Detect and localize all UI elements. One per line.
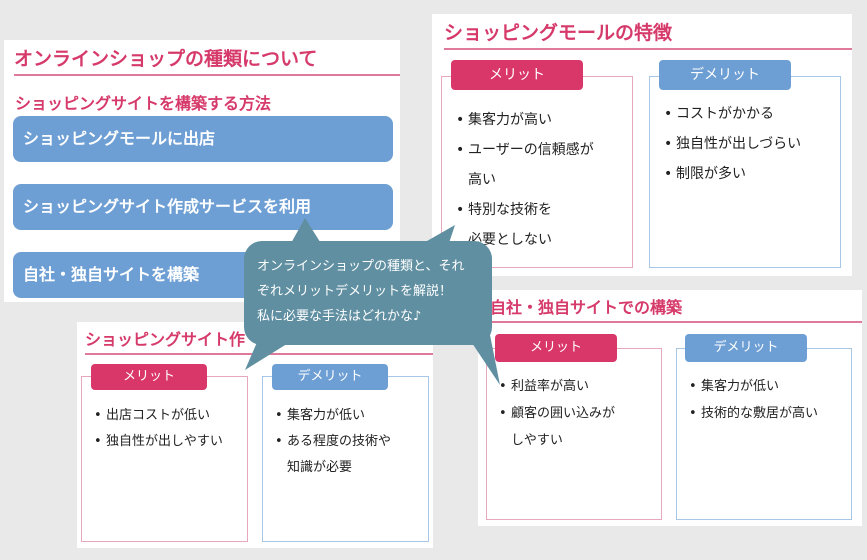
list-item: しやすい xyxy=(511,433,563,448)
method-service: ショッピングサイト作成サービスを利用 xyxy=(13,184,393,230)
service-merit-box: 出店コストが低い 独自性が出しやすい xyxy=(81,376,248,542)
list-item: 必要としない xyxy=(468,232,552,248)
own-merit-list: 利益率が高い 顧客の囲い込みが しやすい xyxy=(499,373,615,454)
list-item: 知識が必要 xyxy=(287,460,353,475)
service-demerit-list: 集客力が低い ある程度の技術や 知識が必要 xyxy=(275,403,391,481)
own-merit-tag: メリット xyxy=(495,334,617,362)
own-demerit-tag: デメリット xyxy=(685,334,807,362)
mall-merit-box: 集客力が高い ユーザーの信頼感が 高い 特別な技術を 必要としない xyxy=(441,76,633,268)
card-own: 自社・独自サイトでの構築 利益率が高い 顧客の囲い込みが しやすい メリット 集… xyxy=(478,290,862,526)
list-item: 顧客の囲い込みが xyxy=(499,400,615,427)
list-item: ユーザーの信頼感が xyxy=(456,135,594,165)
list-item: ある程度の技術や xyxy=(275,429,391,455)
speech-bubble: オンラインショップの種類と、それ ぞれメリットデメリットを解説！ 私に必要な手法… xyxy=(244,241,492,345)
service-demerit-box: 集客力が低い ある程度の技術や 知識が必要 xyxy=(262,376,429,542)
subtitle: ショッピングサイトを構築する方法 xyxy=(15,94,272,113)
mall-title: ショッピングモールの特徴 xyxy=(444,18,852,50)
card-service: ショッピングサイト作 出店コストが低い 独自性が出しやすい メリット 集客力が低… xyxy=(77,322,433,548)
mall-demerit-tag: デメリット xyxy=(659,60,791,90)
mall-merit-tag: メリット xyxy=(451,60,583,90)
list-item: 制限が多い xyxy=(664,159,801,189)
bubble-line: オンラインショップの種類と、それ xyxy=(257,259,465,274)
list-item: 独自性が出しづらい xyxy=(664,129,801,159)
own-merit-box: 利益率が高い 顧客の囲い込みが しやすい xyxy=(486,348,662,520)
list-item: 集客力が高い xyxy=(456,105,594,135)
list-item: 利益率が高い xyxy=(499,373,615,400)
list-item: 集客力が低い xyxy=(689,373,818,400)
list-item: 出店コストが低い xyxy=(94,403,223,429)
page-title: オンラインショップの種類について xyxy=(14,44,400,76)
mall-demerit-list: コストがかかる 独自性が出しづらい 制限が多い xyxy=(664,99,801,189)
list-item: コストがかかる xyxy=(664,99,801,129)
service-merit-list: 出店コストが低い 独自性が出しやすい xyxy=(94,403,223,455)
service-demerit-tag: デメリット xyxy=(272,364,388,390)
list-item: 集客力が低い xyxy=(275,403,391,429)
list-item: 特別な技術を xyxy=(456,195,594,225)
card-mall: ショッピングモールの特徴 集客力が高い ユーザーの信頼感が 高い 特別な技術を … xyxy=(432,14,852,276)
own-demerit-box: 集客力が低い 技術的な敷居が高い xyxy=(676,348,852,520)
list-item: 独自性が出しやすい xyxy=(94,429,223,455)
card-shop-types: オンラインショップの種類について ショッピングサイトを構築する方法 ショッピング… xyxy=(4,40,400,302)
mall-merit-list: 集客力が高い ユーザーの信頼感が 高い 特別な技術を 必要としない xyxy=(456,105,594,255)
own-title: 自社・独自サイトでの構築 xyxy=(490,294,862,323)
method-mall: ショッピングモールに出店 xyxy=(13,116,393,162)
list-item: 技術的な敷居が高い xyxy=(689,400,818,427)
own-demerit-list: 集客力が低い 技術的な敷居が高い xyxy=(689,373,818,427)
service-merit-tag: メリット xyxy=(91,364,207,390)
mall-demerit-box: コストがかかる 独自性が出しづらい 制限が多い xyxy=(649,76,841,268)
list-item: 高い xyxy=(468,172,496,188)
bubble-line: ぞれメリットデメリットを解説！ xyxy=(257,284,453,299)
bubble-line: 私に必要な手法はどれかな♪ xyxy=(257,309,422,324)
